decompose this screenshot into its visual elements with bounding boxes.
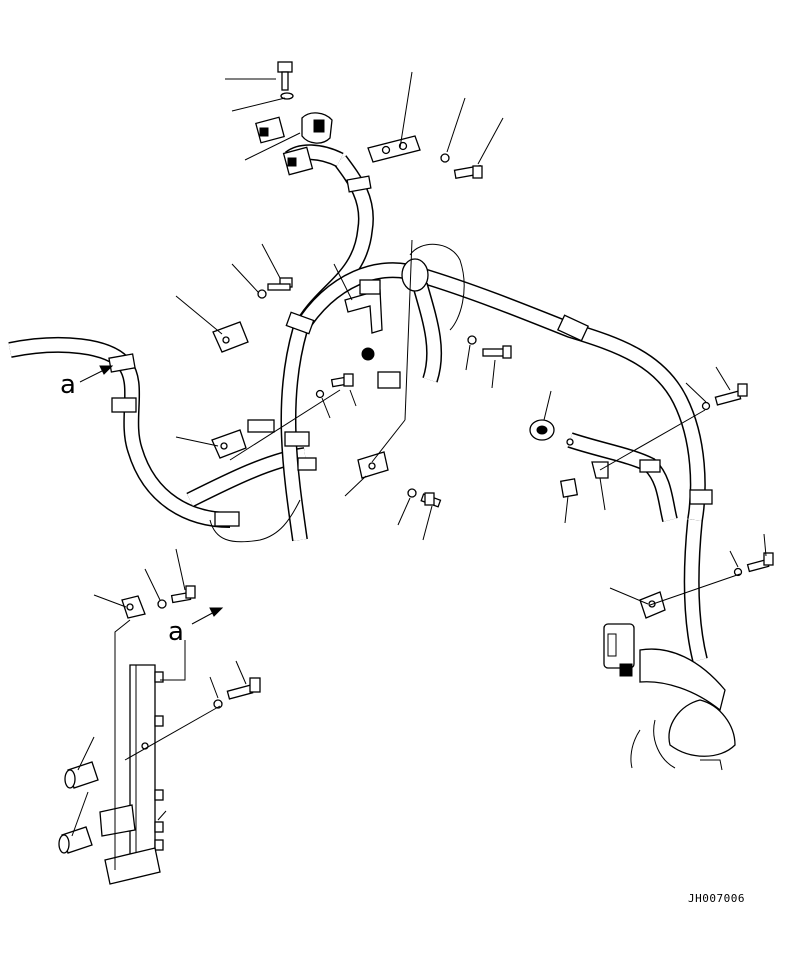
leader-lines bbox=[71, 71, 767, 837]
view-label-lower: a bbox=[168, 617, 184, 647]
center-lower-clip bbox=[357, 451, 442, 508]
right-sensor-group bbox=[529, 383, 774, 619]
upper-left-clip-bolt bbox=[212, 277, 293, 353]
top-connectors bbox=[255, 112, 333, 176]
mid-left-clip-bolt bbox=[211, 373, 354, 459]
top-bolt bbox=[277, 61, 294, 100]
top-plate-bracket bbox=[367, 135, 483, 179]
bracket-view-a bbox=[58, 585, 261, 885]
drawing-reference-code: JH007006 bbox=[688, 892, 745, 905]
hose-clamps bbox=[108, 175, 713, 527]
lower-right-connector-assembly bbox=[603, 623, 736, 771]
center-bracket bbox=[344, 279, 512, 389]
view-arrow-a-left: a bbox=[60, 365, 114, 400]
view-arrow-a-lower: a bbox=[168, 607, 224, 647]
view-label-left: a bbox=[60, 370, 76, 400]
